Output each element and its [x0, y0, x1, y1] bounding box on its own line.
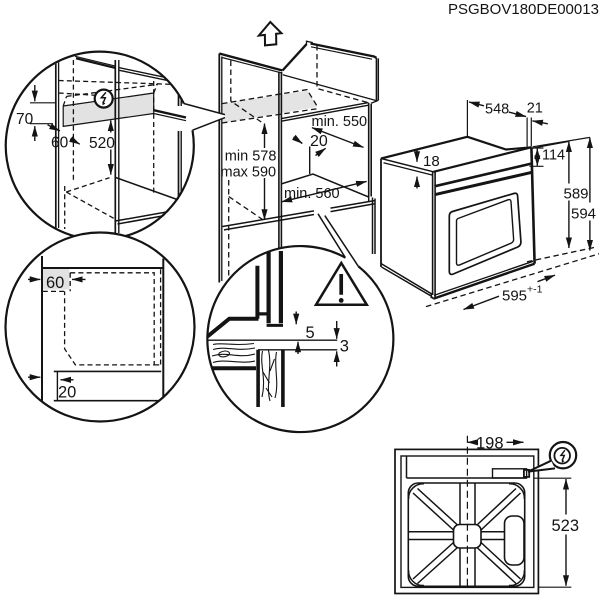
svg-text:523: 523: [552, 517, 580, 535]
svg-text:min 578: min 578: [225, 149, 277, 165]
svg-text:min. 550: min. 550: [312, 114, 368, 130]
svg-text:20: 20: [58, 383, 76, 401]
svg-text:3: 3: [340, 338, 349, 356]
svg-text:18: 18: [423, 153, 440, 170]
svg-text:60: 60: [51, 135, 69, 152]
svg-text:114: 114: [542, 147, 565, 163]
svg-text:595: 595: [502, 288, 527, 305]
svg-text:60: 60: [46, 274, 64, 292]
svg-text:PSGBOV180DE00013: PSGBOV180DE00013: [448, 1, 599, 18]
svg-text:589: 589: [564, 186, 589, 203]
svg-text:21: 21: [527, 101, 543, 117]
svg-text:+-1: +-1: [527, 284, 543, 296]
svg-text:min. 560: min. 560: [284, 186, 340, 202]
svg-text:70: 70: [16, 111, 34, 128]
svg-text:5: 5: [306, 324, 315, 342]
svg-text:594: 594: [571, 205, 596, 222]
svg-text:548: 548: [485, 102, 509, 118]
svg-text:198: 198: [476, 435, 504, 453]
svg-text:520: 520: [89, 135, 115, 152]
svg-text:20: 20: [310, 133, 328, 150]
svg-text:max 590: max 590: [221, 164, 277, 180]
